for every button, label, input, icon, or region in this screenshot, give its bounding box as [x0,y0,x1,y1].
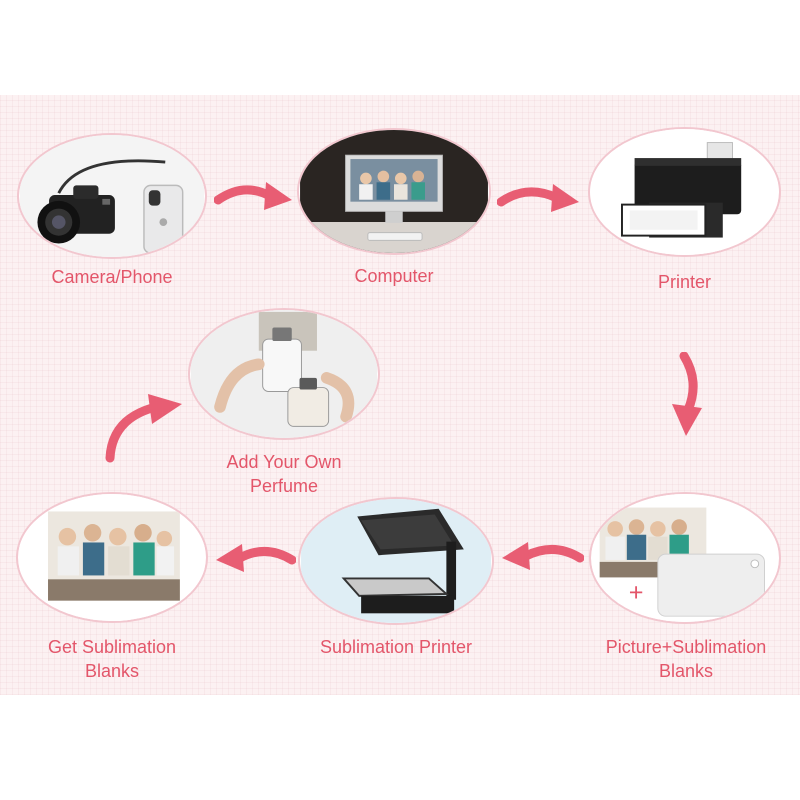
sublimation-printer-node [298,497,494,625]
printer-illustration [590,129,779,255]
get-blanks-label-line2: Blanks [16,659,208,683]
camera-phone-node [17,133,207,259]
heat-press-illustration [300,499,492,623]
sublimation-printer-label: Sublimation Printer [294,635,498,659]
camera-phone-label: Camera/Phone [17,265,207,289]
computer-illustration [299,130,489,253]
arrow-printer-to-picture [666,352,710,440]
perfume-node [188,308,380,440]
computer-node [297,128,491,255]
perfume-label-line1: Add Your Own [188,450,380,474]
printer-label: Printer [588,270,781,294]
perfume-illustration [190,310,378,438]
picture-blanks-node: + [589,492,781,624]
get-blanks-label: Get Sublimation Blanks [16,635,208,683]
printer-node [588,127,781,257]
picture-blanks-label-line1: Picture+Sublimation [581,635,791,659]
get-blanks-label-line1: Get Sublimation [16,635,208,659]
arrow-camera-to-computer [214,176,294,216]
plus-icon: + [629,579,644,607]
picture-blanks-label: Picture+Sublimation Blanks [581,635,791,683]
arrow-sublimation-to-blanks [214,538,296,578]
computer-label: Computer [297,264,491,288]
arrow-blanks-to-perfume [100,390,184,464]
arrow-picture-to-sublimation [500,536,584,576]
get-blanks-illustration [18,494,206,621]
sublimation-blank-icon [658,554,765,616]
arrow-computer-to-printer [497,178,581,218]
photo-icon [48,511,180,600]
picture-blanks-illustration: + [591,494,779,622]
perfume-label-line2: Perfume [188,474,380,498]
picture-blanks-label-line2: Blanks [581,659,791,683]
get-blanks-node [16,492,208,623]
camera-phone-illustration [19,135,205,257]
perfume-label: Add Your Own Perfume [188,450,380,498]
